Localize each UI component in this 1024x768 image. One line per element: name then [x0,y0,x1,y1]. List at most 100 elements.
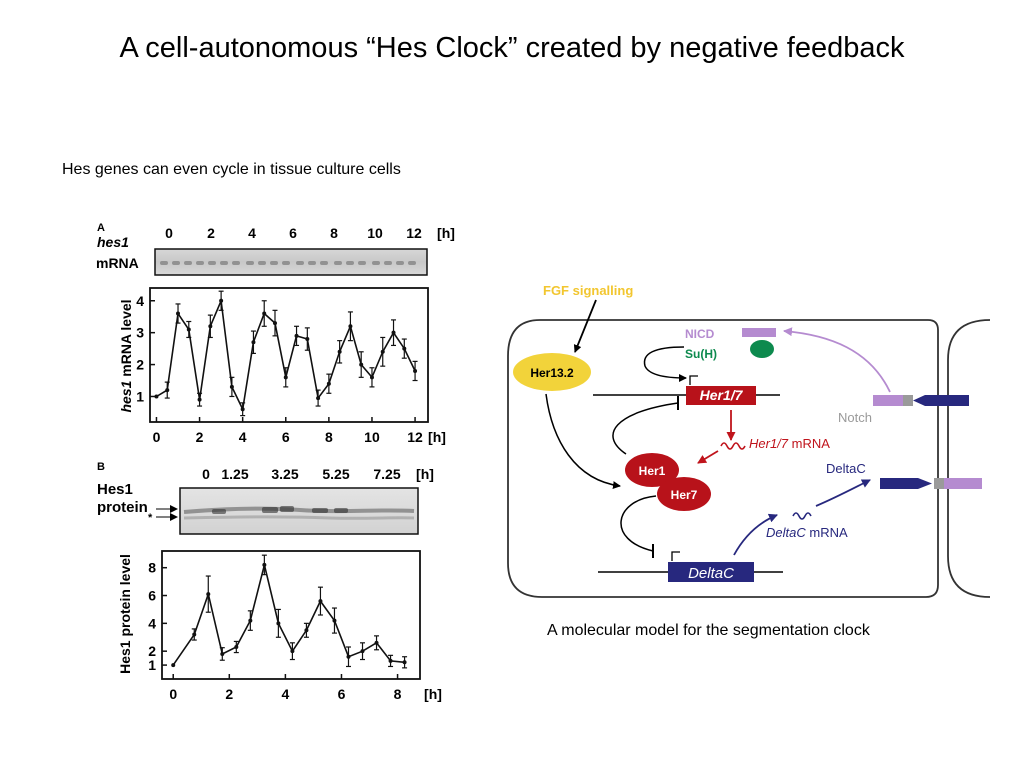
data-point [154,394,159,399]
data-point [171,663,176,668]
data-point [294,333,299,338]
data-point [369,375,374,380]
suh-label: Su(H) [685,347,717,361]
her17-gene-box [686,386,756,405]
deltac-label: DeltaC [826,461,866,476]
panel-a-row-label-1: hes1 [97,234,129,250]
data-point [402,660,407,665]
y-tick-label: 1 [136,388,144,404]
nicd-block [742,328,776,337]
blot-a-time-label: 12 [406,225,422,241]
data-point [391,330,396,335]
blot-b-unit-label: [h] [416,466,434,482]
deltac-gene-box [668,562,754,582]
data-point [388,658,393,663]
data-point [380,349,385,354]
data-point [346,654,351,659]
series-line [156,297,416,412]
deltac-mrna-squiggle [792,512,812,520]
chart-a-y-axis-label: hes1 mRNA level [118,299,134,412]
x-tick-label: 4 [239,429,247,445]
panel-b-band-arrows [156,505,178,521]
data-point [283,375,288,380]
chart-a-ylabel-italic: hes1 [118,380,134,412]
her17-mrna-squiggle [720,442,746,450]
x-tick-label: 2 [225,686,233,702]
blot-a-time-label: 0 [165,225,173,241]
her1-node [625,453,679,487]
deltac-mrna-italic: DeltaC [766,525,806,540]
x-tick-label: 10 [364,429,380,445]
slide-title: A cell-autonomous “Hes Clock” created by… [119,32,905,64]
x-tick-label: 4 [281,686,289,702]
panel-a-row-label-2: mRNA [96,255,139,271]
figure-subtitle: Hes genes can even cycle in tissue cultu… [62,161,401,178]
notch-membrane-protein [873,395,969,406]
her17-mrna-label: Her1/7 mRNA [749,436,830,451]
data-point [326,381,331,386]
blot-b-time-label: 5.25 [322,466,349,482]
her7-node [657,477,711,511]
blot-b-time-label: 7.25 [373,466,400,482]
x-tick-label: 0 [169,686,177,702]
panel-a-blot-image [154,248,428,276]
deltac-mrna-rest: mRNA [806,525,848,540]
data-point [220,651,225,656]
diagram-caption: A molecular model for the segmentation c… [547,622,870,639]
deltac-mrna-label: DeltaC mRNA [766,525,848,540]
her17-mrna-italic: Her1/7 [749,436,789,451]
data-point [332,618,337,623]
panel-b-blot-time-labels: 0 1.25 3.25 5.25 7.25 [h] [202,466,434,482]
blot-b-time-label: 3.25 [271,466,298,482]
fgf-arrow [573,299,597,353]
panel-b-row-label-2: protein [97,499,148,516]
blot-b-time-label: 1.25 [221,466,248,482]
her-translation-arrow [697,450,719,464]
chart-b-y-axis-label: Hes1 protein level [117,554,133,674]
her13-to-her-arrow [545,393,621,490]
data-point [359,362,364,367]
deltac-membrane-protein [880,478,982,489]
panel-b-letter: B [97,461,105,473]
y-tick-label: 4 [136,293,144,309]
data-point [413,368,418,373]
data-point [262,562,267,567]
x-tick-label: 12 [407,429,423,445]
data-point [304,628,309,633]
data-point [272,321,277,326]
suh-node [750,340,774,358]
her-repress-deltac [620,495,657,552]
x-tick-label: 0 [153,429,161,445]
data-point [197,397,202,402]
blot-a-time-label: 10 [367,225,383,241]
data-point [290,649,295,654]
data-point [262,311,267,316]
chart-a-x-unit: [h] [428,429,446,445]
her1-label: Her1 [639,464,666,478]
deltac-gene-label: DeltaC [688,565,734,582]
panel-a-blot-time-labels: 0 2 4 6 8 10 12 [h] [165,225,455,241]
her-repress-her17 [612,402,679,455]
panel-b-asterisk: * [148,512,153,524]
blot-a-time-label: 2 [207,225,215,241]
y-tick-label: 4 [148,615,156,631]
data-point [305,337,310,342]
cell-outline [507,319,939,598]
data-point [374,640,379,645]
chart-a-ylabel-rest: mRNA level [118,299,134,380]
her7-label: Her7 [671,488,698,502]
notch-label: Notch [838,410,872,425]
data-point [251,340,256,345]
x-tick-label: 6 [282,429,290,445]
y-tick-label: 2 [148,643,156,659]
data-point [248,618,253,623]
x-tick-label: 8 [325,429,333,445]
her13-node [513,353,591,391]
data-point [208,324,213,329]
data-point [316,396,321,401]
her17-mrna-rest: mRNA [788,436,830,451]
deltac-transcription-arrow [733,513,778,556]
